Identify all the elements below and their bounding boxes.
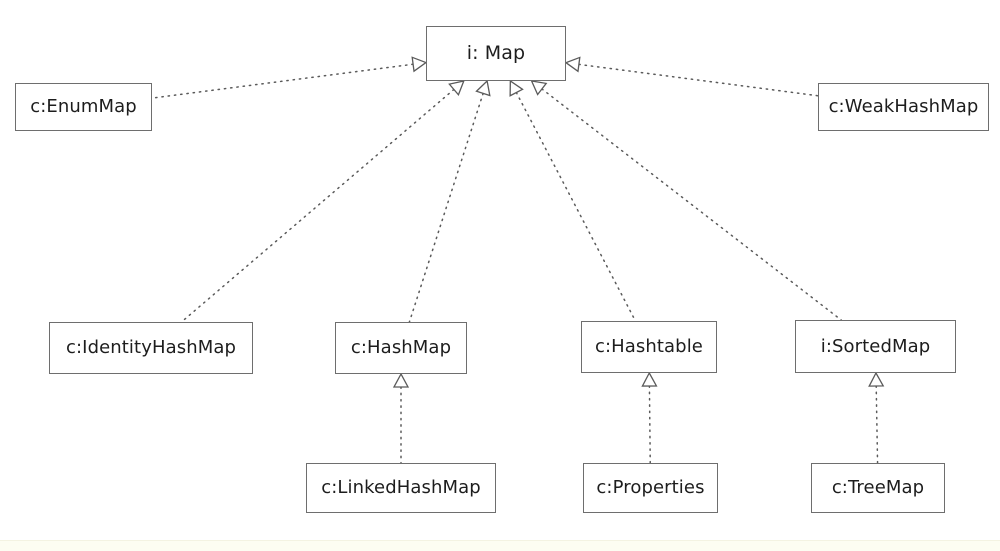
realization-arrowhead <box>448 80 465 97</box>
uml-node-label: c:LinkedHashMap <box>321 477 481 498</box>
realization-arrowhead <box>411 56 428 73</box>
uml-node-label: c:WeakHashMap <box>828 96 979 117</box>
realization-line <box>180 88 455 323</box>
realization-arrowhead <box>564 56 581 73</box>
realization-line <box>515 91 637 322</box>
realization-line <box>408 92 484 323</box>
uml-node-label: c:IdentityHashMap <box>66 337 236 358</box>
realization-line <box>875 385 879 464</box>
uml-node-label: i: Map <box>466 42 526 64</box>
realization-arrowhead <box>392 372 410 388</box>
realization-arrowhead <box>475 79 491 97</box>
uml-node-properties[interactable]: c:Properties <box>583 463 718 513</box>
realization-arrowhead <box>509 79 524 97</box>
realization-arrowhead <box>530 80 548 96</box>
bottom-band <box>0 540 1000 551</box>
realization-arrowhead <box>641 371 658 387</box>
realization-arrowhead <box>868 371 885 387</box>
uml-node-label: c:EnumMap <box>30 96 137 117</box>
uml-node-map[interactable]: i: Map <box>426 26 566 81</box>
uml-node-hashtable[interactable]: c:Hashtable <box>581 321 717 373</box>
uml-node-label: c:TreeMap <box>831 477 925 498</box>
realization-line <box>541 88 842 321</box>
realization-line <box>151 63 414 99</box>
uml-node-linked_hash_map[interactable]: c:LinkedHashMap <box>306 463 496 513</box>
uml-node-label: c:HashMap <box>350 337 452 358</box>
realization-line <box>578 63 819 97</box>
uml-node-enum_map[interactable]: c:EnumMap <box>15 83 152 131</box>
uml-node-identity_hash_map[interactable]: c:IdentityHashMap <box>49 322 253 374</box>
uml-node-hash_map[interactable]: c:HashMap <box>335 322 467 374</box>
realization-line <box>648 385 651 464</box>
uml-node-label: i:SortedMap <box>820 335 931 357</box>
uml-node-sorted_map[interactable]: i:SortedMap <box>795 320 956 373</box>
uml-node-tree_map[interactable]: c:TreeMap <box>811 463 945 513</box>
uml-node-label: c:Properties <box>596 477 705 498</box>
uml-node-weak_hash_map[interactable]: c:WeakHashMap <box>818 83 989 131</box>
uml-node-label: c:Hashtable <box>594 336 703 357</box>
